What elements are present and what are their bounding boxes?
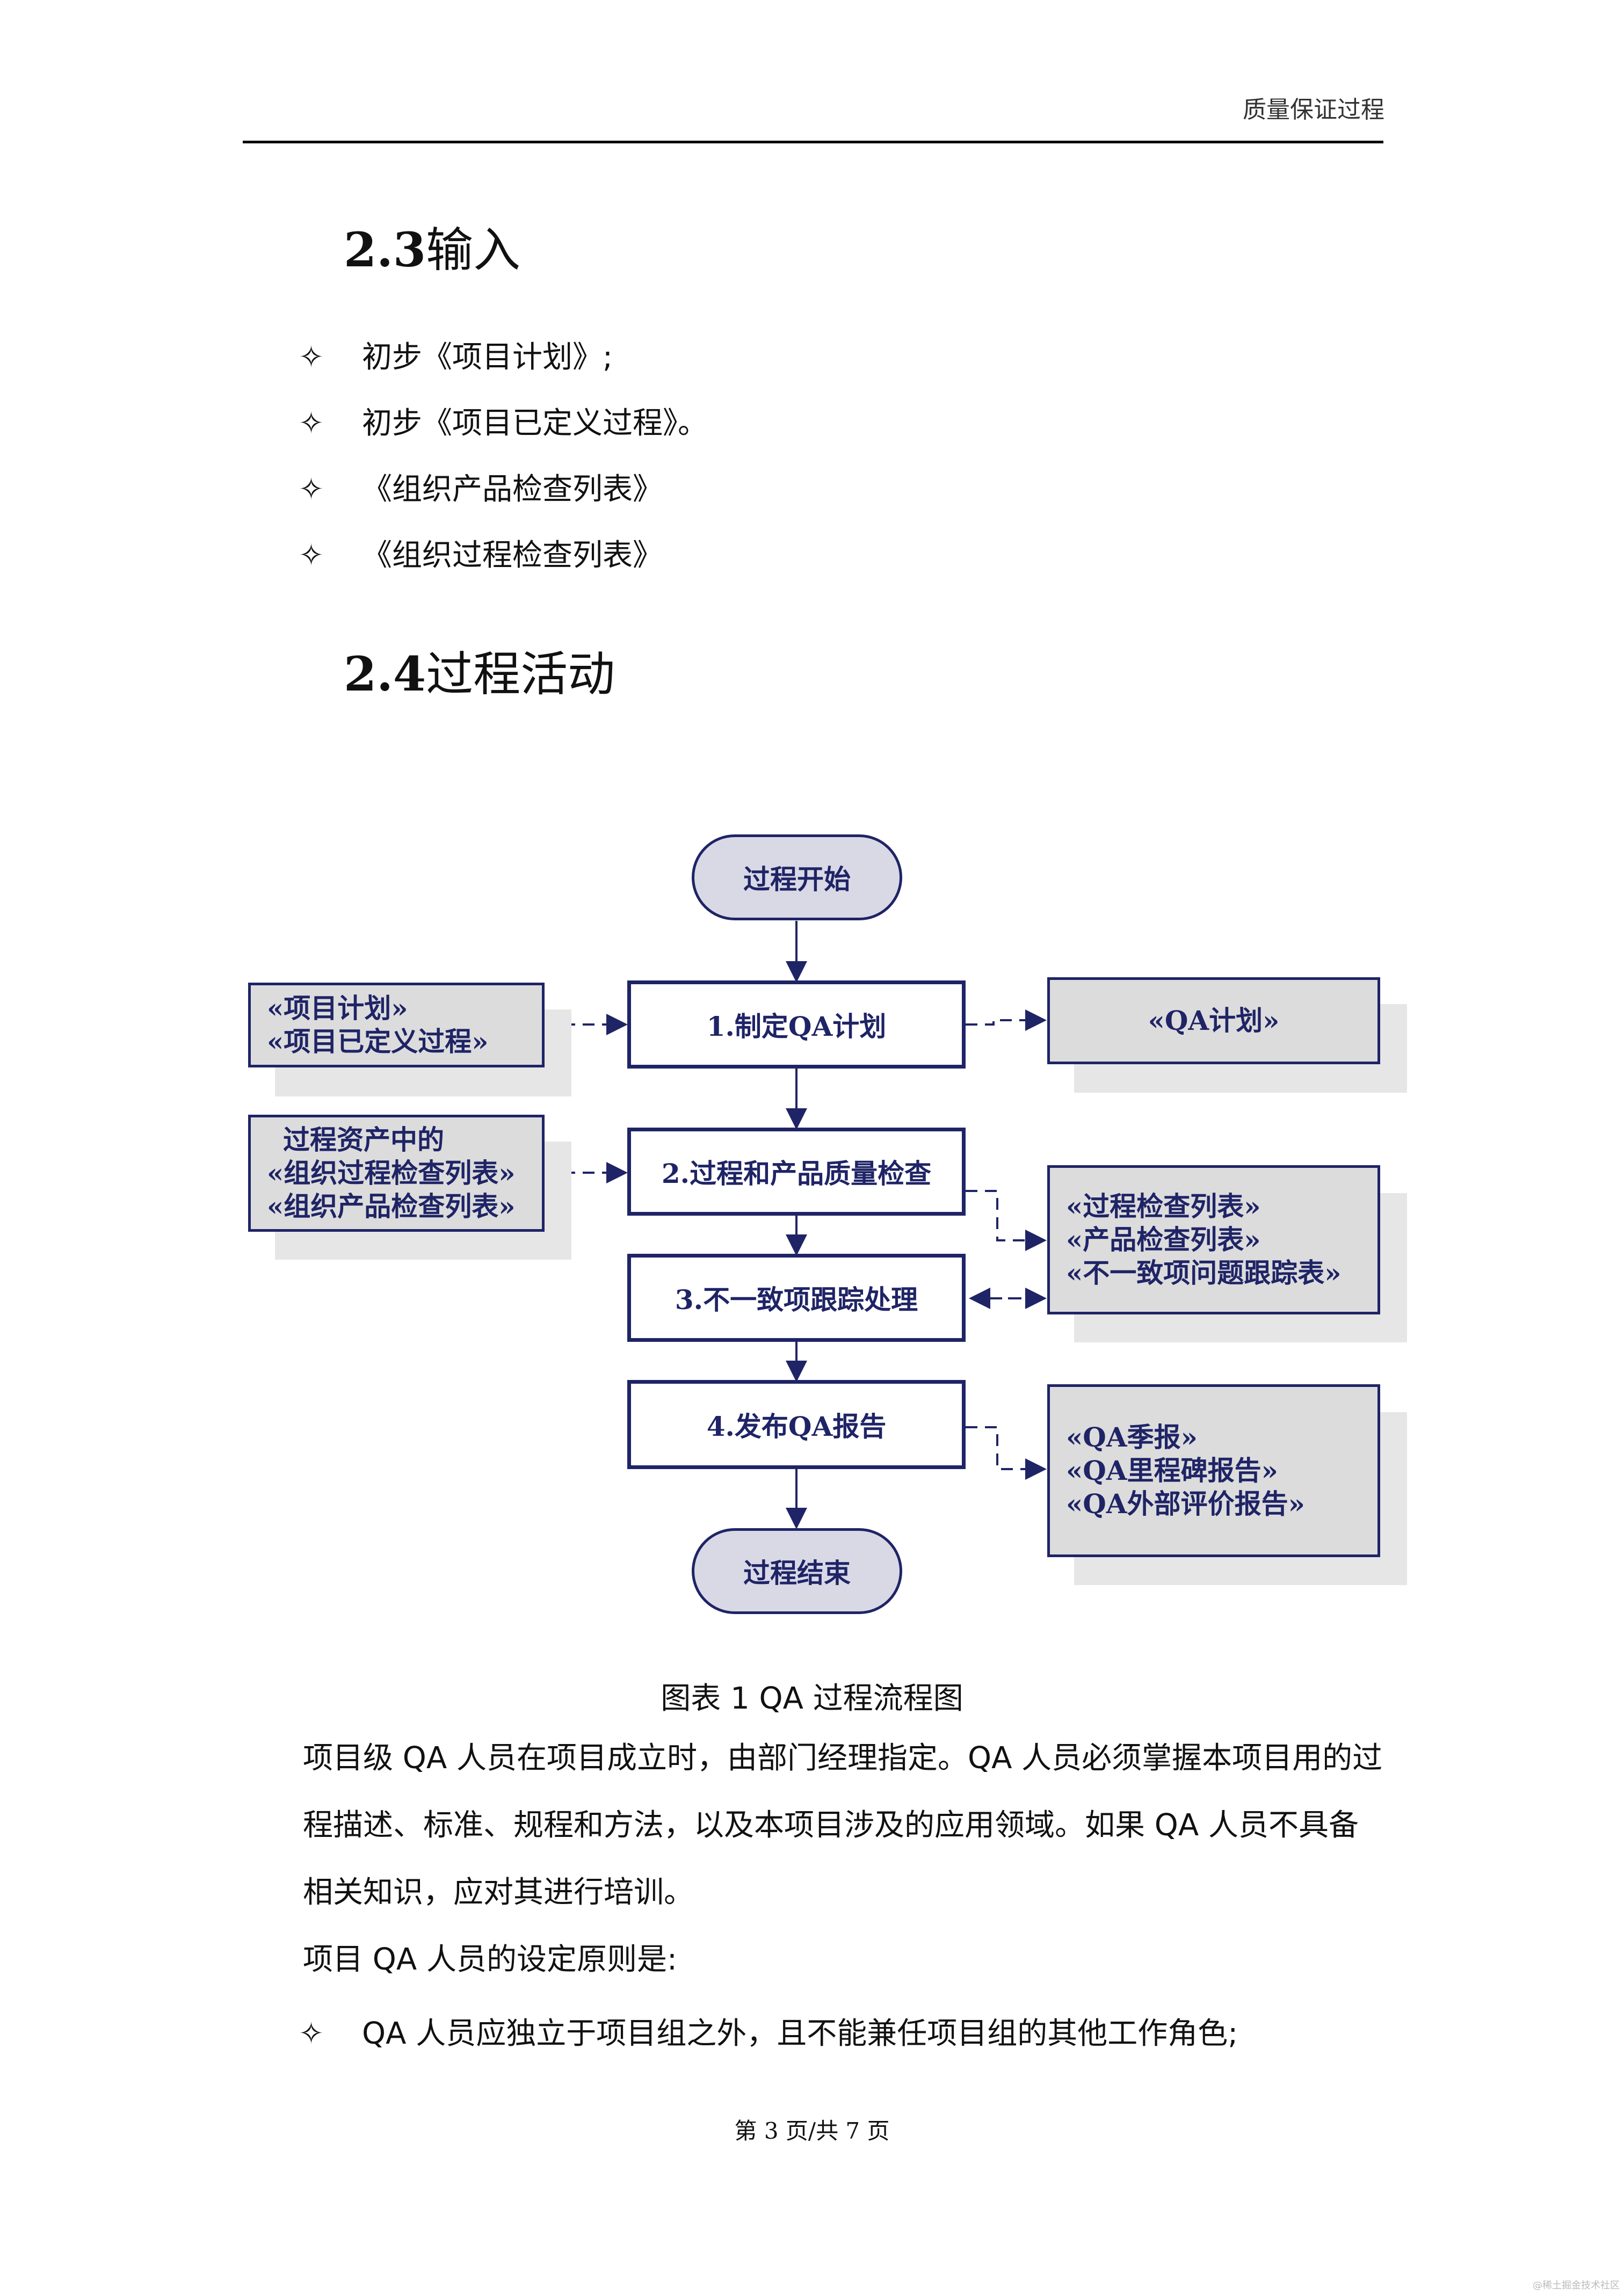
watermark: @稀土掘金技术社区 — [1533, 2280, 1620, 2291]
principle-text: QA 人员应独立于项目组之外，且不能兼任项目组的其他工作角色; — [362, 2016, 1238, 2051]
diamond-bullet-icon: ✧ — [299, 406, 324, 441]
diamond-bullet-icon: ✧ — [299, 340, 324, 375]
input-item-text: 初步《项目已定义过程》。 — [362, 406, 708, 441]
step-publish-qa-report: 4.发布QA报告 — [627, 1380, 966, 1469]
section-heading-activity: 2.4过程活动 — [344, 636, 615, 704]
input-item: ✧ 《组织过程检查列表》 — [299, 531, 663, 575]
step-make-qa-plan: 1.制定QA计划 — [627, 980, 966, 1069]
doc-line: «项目计划» — [267, 992, 408, 1024]
paragraph: 项目级 QA 人员在项目成立时，由部门经理指定。QA 人员必须掌握本项目用的过程… — [303, 1741, 1383, 1910]
diamond-bullet-icon: ✧ — [299, 472, 324, 507]
page-footer: 第 3 页/共 7 页 — [734, 2118, 890, 2144]
section-title: 过程活动 — [426, 646, 615, 702]
section-number: 2.4 — [344, 646, 426, 702]
body-text: 项目级 QA 人员在项目成立时，由部门经理指定。QA 人员必须掌握本项目用的过程… — [243, 1725, 1383, 1993]
input-item: ✧ 初步《项目已定义过程》。 — [299, 399, 708, 442]
paragraph: 项目 QA 人员的设定原则是: — [303, 1942, 677, 1977]
doc-line: «过程检查列表» — [1066, 1190, 1261, 1222]
doc-line: «QA季报» — [1066, 1421, 1198, 1453]
doc-line: «QA里程碑报告» — [1066, 1455, 1278, 1486]
section-heading-input: 2.3输入 — [344, 212, 520, 280]
input-item: ✧ 《组织产品检查列表》 — [299, 465, 663, 508]
step-nonconformance-tracking: 3.不一致项跟踪处理 — [627, 1254, 966, 1342]
header-title: 质量保证过程 — [1243, 96, 1384, 123]
section-title: 输入 — [426, 222, 521, 278]
doc-line: «项目已定义过程» — [267, 1026, 489, 1057]
input-docs-checklists: 过程资产中的 «组织过程检查列表» «组织产品检查列表» — [248, 1115, 545, 1232]
doc-line: 过程资产中的 — [283, 1124, 444, 1156]
doc-line: «组织过程检查列表» — [267, 1157, 516, 1189]
output-docs-checklists: «过程检查列表» «产品检查列表» «不一致项问题跟踪表» — [1047, 1165, 1380, 1314]
doc-line: «不一致项问题跟踪表» — [1066, 1257, 1342, 1289]
end-node: 过程结束 — [692, 1528, 902, 1614]
diamond-bullet-icon: ✧ — [299, 538, 324, 573]
input-item-text: 初步《项目计划》; — [362, 340, 613, 375]
input-item-text: 《组织过程检查列表》 — [362, 538, 663, 573]
doc-line: «QA计划» — [1148, 1005, 1280, 1036]
output-docs-reports: «QA季报» «QA里程碑报告» «QA外部评价报告» — [1047, 1384, 1380, 1557]
start-node: 过程开始 — [692, 834, 902, 920]
section-number: 2.3 — [344, 222, 426, 278]
diamond-bullet-icon: ✧ — [299, 2016, 324, 2051]
output-docs-qa-plan: «QA计划» — [1047, 977, 1380, 1064]
input-item: ✧ 初步《项目计划》; — [299, 333, 613, 376]
step-quality-check: 2.过程和产品质量检查 — [627, 1128, 966, 1216]
input-item-text: 《组织产品检查列表》 — [362, 472, 663, 507]
header-rule — [243, 141, 1383, 143]
figure-caption: 图表 1 QA 过程流程图 — [661, 1681, 963, 1716]
doc-line: «组织产品检查列表» — [267, 1190, 516, 1222]
principle-item: ✧ QA 人员应独立于项目组之外，且不能兼任项目组的其他工作角色; — [299, 2009, 1238, 2053]
input-docs-plan: «项目计划» «项目已定义过程» — [248, 983, 545, 1067]
doc-line: «QA外部评价报告» — [1066, 1488, 1305, 1520]
doc-line: «产品检查列表» — [1066, 1224, 1261, 1255]
